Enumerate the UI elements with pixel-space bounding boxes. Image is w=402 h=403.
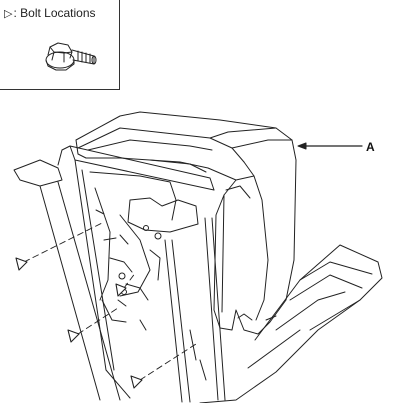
- callout-leader-a: [297, 142, 363, 150]
- bolt-leader-lines: [23, 221, 197, 381]
- bolt-markers: [15, 257, 143, 389]
- seat-frame: [13, 145, 226, 403]
- legend-box: ▷ : Bolt Locations: [0, 0, 120, 90]
- armrest-cover: [75, 111, 297, 335]
- bolt-marker-4: [130, 375, 143, 389]
- seat-cushion-base: [199, 244, 383, 403]
- bolt-icon: [45, 42, 97, 71]
- legend-text: : Bolt Locations: [13, 6, 96, 20]
- legend-label: ▷ : Bolt Locations: [4, 6, 96, 20]
- bolt-marker-1: [15, 257, 28, 271]
- bolt-triangle-icon: ▷: [4, 7, 13, 20]
- callout-label-a: A: [366, 140, 375, 154]
- bolt-marker-3: [67, 329, 80, 343]
- bolt-marker-2: [115, 283, 127, 297]
